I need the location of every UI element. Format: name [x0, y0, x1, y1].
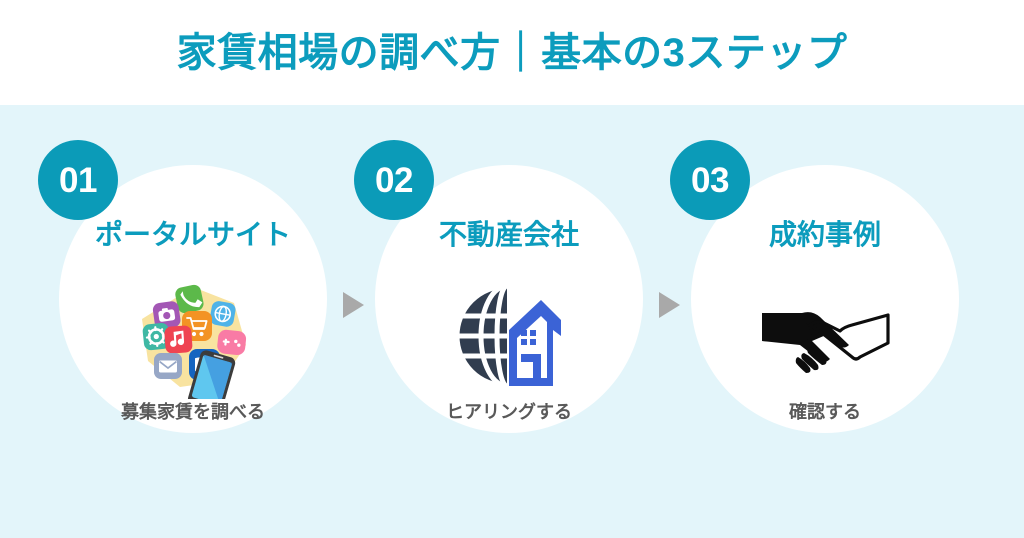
step-number-3: 03	[691, 160, 729, 200]
arrow-step2-to-step3-icon	[659, 292, 680, 318]
smartphone-apps-icon	[59, 271, 327, 401]
step-heading-1: ポータルサイト	[94, 219, 291, 250]
step-number-1: 01	[59, 160, 97, 200]
step-caption-1: 募集家賃を調べる	[121, 402, 265, 422]
page-title: 家賃相場の調べ方｜基本の3ステップ	[176, 30, 848, 75]
title-band: 家賃相場の調べ方｜基本の3ステップ	[0, 0, 1024, 105]
step-heading-2: 不動産会社	[438, 219, 579, 250]
step-badge-3: 03	[670, 140, 750, 220]
step-card-2[interactable]: 02 不動産会社	[354, 140, 643, 433]
step-card-1[interactable]: 01 ポータルサイト	[38, 140, 327, 433]
step-badge-2: 02	[354, 140, 434, 220]
step-number-2: 02	[375, 160, 413, 200]
globe-house-icon	[375, 271, 643, 401]
steps-container: 01 ポータルサイト	[0, 105, 1024, 538]
step-caption-2: ヒアリングする	[446, 402, 572, 422]
arrow-step1-to-step2-icon	[343, 292, 364, 318]
step-badge-1: 01	[38, 140, 118, 220]
handshake-icon	[691, 271, 959, 401]
step-caption-3: 確認する	[789, 402, 861, 422]
step-heading-3: 成約事例	[768, 219, 881, 250]
step-card-3[interactable]: 03 成約事例	[670, 140, 959, 433]
steps-panel: 01 ポータルサイト	[0, 105, 1024, 538]
